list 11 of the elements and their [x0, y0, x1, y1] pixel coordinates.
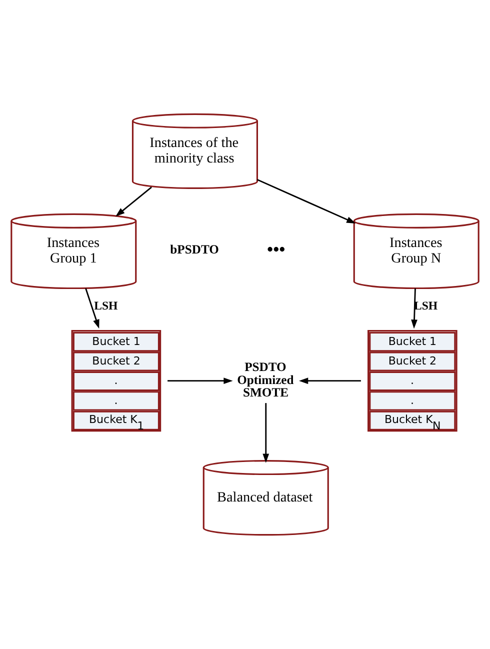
arrow — [411, 288, 418, 329]
arrow — [85, 288, 100, 329]
arrow — [168, 378, 233, 384]
label: ••• — [267, 240, 286, 259]
edge-label: LSH — [94, 298, 118, 313]
arrow — [262, 403, 270, 463]
arrow — [298, 378, 361, 384]
arrow — [116, 186, 152, 216]
node-text: PSDTO Optimized SMOTE — [237, 360, 294, 400]
label: bPSDTO — [170, 242, 219, 256]
arrow — [256, 179, 356, 224]
